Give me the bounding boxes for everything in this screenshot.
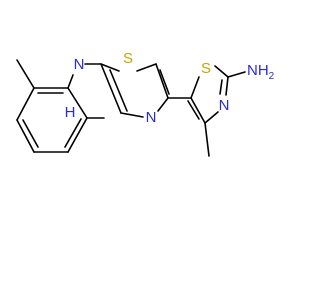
amine-hydrogen-label: H	[65, 104, 76, 121]
bond	[16, 59, 35, 89]
nitrogen-atom-label: N	[219, 97, 230, 114]
bond	[214, 65, 229, 78]
bond	[187, 100, 200, 120]
bond	[219, 79, 223, 95]
molecule-structure: S N H N S N NH2	[16, 50, 275, 157]
bond	[225, 76, 229, 96]
bond	[100, 63, 122, 114]
bond	[67, 117, 88, 153]
bond	[157, 97, 169, 112]
atom-labels: S N H N S N NH2	[65, 50, 275, 126]
bond	[16, 119, 35, 153]
bond	[100, 63, 120, 72]
bond	[204, 122, 210, 157]
bond	[227, 71, 246, 78]
bond	[155, 63, 169, 99]
bond	[190, 97, 206, 124]
amino-subscript: 2	[269, 71, 275, 82]
bond	[159, 69, 170, 95]
amino-group-text: NH	[247, 62, 269, 79]
bond	[136, 63, 157, 72]
bond	[120, 112, 144, 118]
bond	[16, 87, 35, 121]
sulfur-atom-label: S	[201, 60, 211, 77]
bond	[67, 74, 74, 89]
bond	[190, 76, 200, 99]
bond	[109, 69, 128, 112]
amino-group-label: NH2	[247, 62, 275, 82]
bond	[67, 87, 88, 119]
bond	[204, 111, 219, 124]
sulfur-atom-label: S	[123, 50, 133, 67]
bond	[22, 119, 39, 148]
nitrogen-atom-label: N	[146, 109, 157, 126]
bond	[64, 118, 82, 148]
amine-nitrogen-label: N	[74, 56, 85, 73]
bonds	[16, 59, 246, 157]
